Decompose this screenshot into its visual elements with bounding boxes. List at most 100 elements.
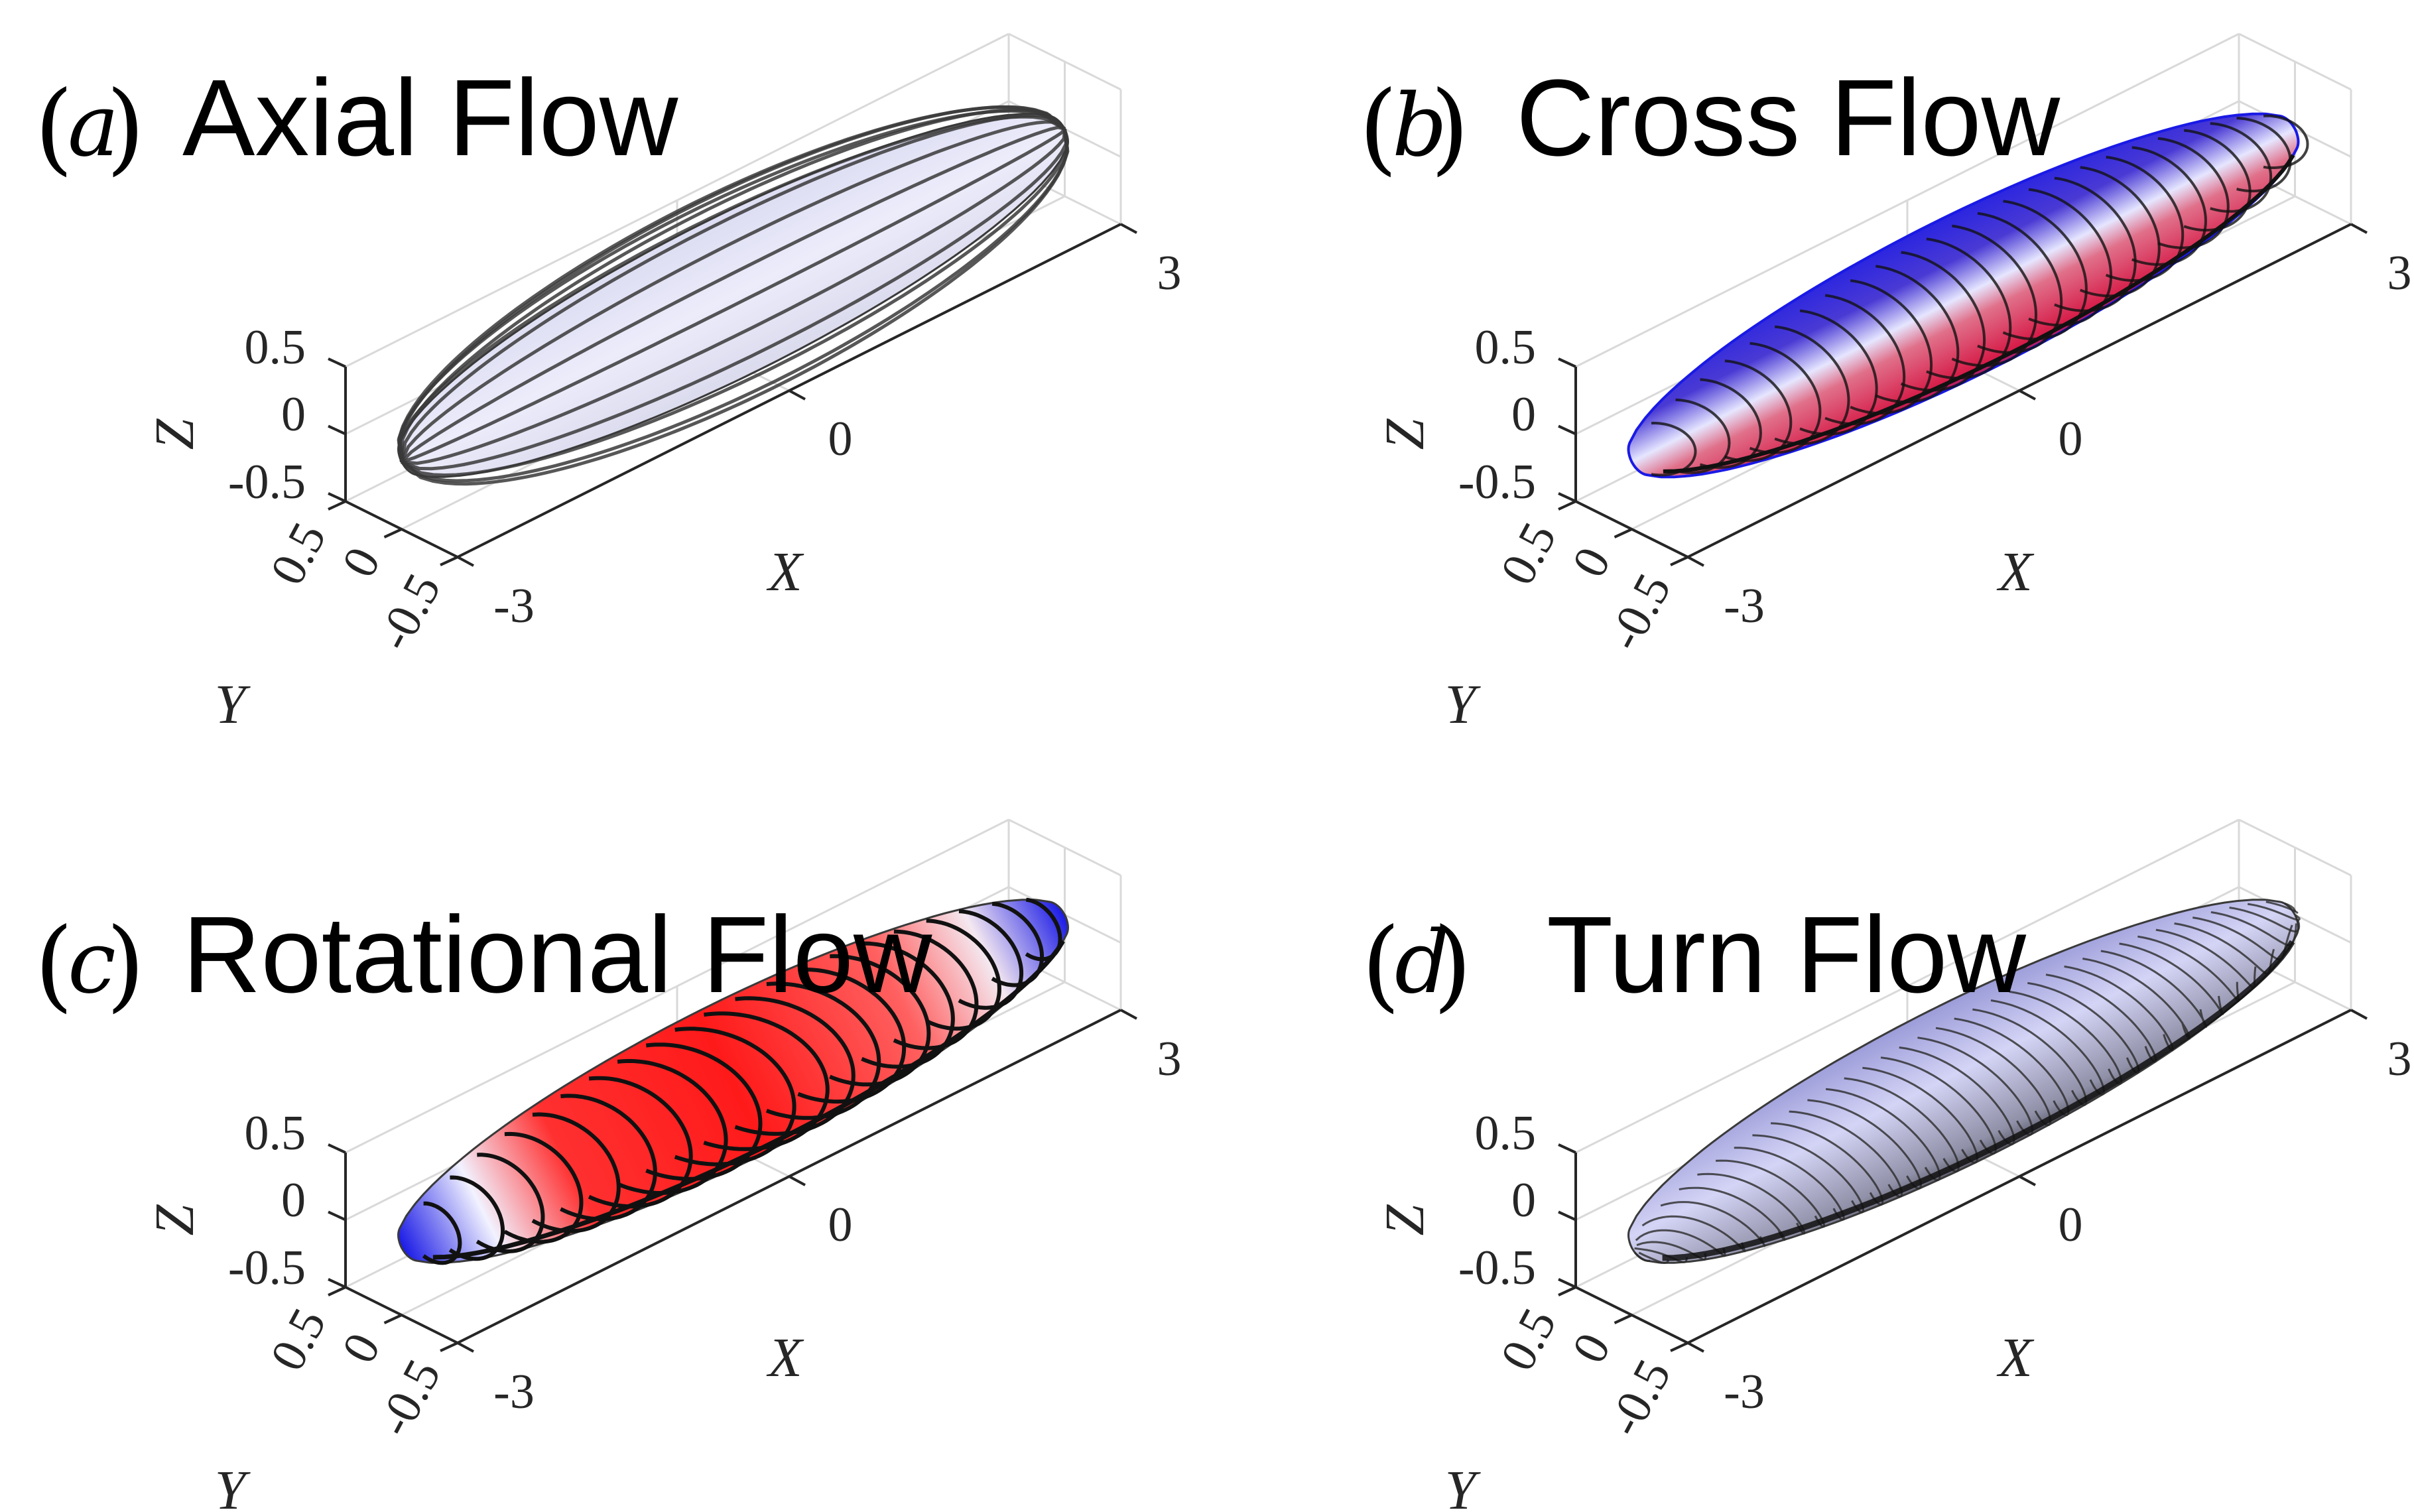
x-axis-label: X — [1996, 541, 2035, 603]
streamline — [1634, 1251, 1651, 1262]
x-tick-label: -3 — [493, 1365, 535, 1419]
streamline — [1900, 251, 1986, 392]
x-axis-label: X — [766, 541, 804, 603]
z-tick — [1558, 1278, 1576, 1289]
z-tick-label: 0 — [281, 1173, 306, 1228]
title-paren-open: ( — [1359, 70, 1398, 186]
z-tick — [1558, 1143, 1576, 1154]
streamline — [1824, 294, 1906, 426]
streamlines — [422, 897, 1065, 1265]
x-tick-label: -3 — [493, 579, 535, 633]
axes — [1558, 1009, 2368, 1353]
y-tick — [1614, 528, 1633, 538]
streamline — [958, 909, 1024, 1010]
streamline — [1789, 1110, 1903, 1198]
title-paren-open: ( — [1362, 907, 1401, 1023]
y-tick — [383, 528, 403, 538]
streamline — [400, 129, 1069, 486]
streamline — [1697, 1172, 1806, 1235]
z-tick-label: -0.5 — [228, 1241, 306, 1295]
spheroid-surface — [1627, 112, 2300, 479]
streamline — [448, 1175, 505, 1261]
x-axis-label: X — [1996, 1327, 2035, 1389]
streamline — [1774, 325, 1850, 446]
panel-title-text: Cross Flow — [1516, 57, 2061, 178]
streamline — [397, 105, 1066, 462]
title-paren-close: ) — [106, 70, 145, 186]
x-tick — [2350, 223, 2368, 234]
x-axis-label: X — [766, 1327, 804, 1389]
streamline — [925, 918, 1001, 1031]
streamline — [503, 1131, 584, 1244]
streamline — [1749, 342, 1822, 454]
streamline — [1899, 1046, 2015, 1146]
z-tick — [328, 492, 346, 503]
panel-title: (a)Axial Flow — [34, 57, 678, 186]
streamline — [401, 129, 1066, 466]
streamline — [1699, 378, 1762, 469]
x-tick-label: 3 — [1157, 246, 1182, 300]
title-paren-open: ( — [34, 70, 74, 186]
streamline — [1675, 398, 1731, 474]
z-axis-label: Z — [144, 1204, 206, 1235]
z-tick-label: 0 — [1511, 1173, 1536, 1228]
panel-letter: b — [1392, 75, 1447, 176]
title-paren-close: ) — [1430, 70, 1470, 186]
y-tick — [383, 1314, 403, 1324]
streamline-seam — [1662, 940, 2295, 1261]
streamline — [1880, 1056, 1997, 1155]
axes — [328, 1009, 1137, 1353]
streamline-seam — [1663, 154, 2295, 473]
y-axis-label: Y — [1445, 674, 1482, 735]
streamline — [1025, 897, 1062, 962]
x-tick — [1120, 1009, 1137, 1020]
x-tick-label: -3 — [1724, 579, 1765, 633]
panel-title: (b) Cross Flow — [1359, 57, 2061, 186]
streamline — [991, 901, 1045, 987]
streamline — [531, 1112, 621, 1233]
x-tick — [2019, 389, 2036, 401]
streamline — [401, 129, 1069, 477]
streamline-seam — [432, 940, 1065, 1260]
streamline — [476, 1153, 545, 1253]
streamline — [397, 115, 1066, 462]
z-axis-label: Z — [144, 418, 206, 450]
x-tick — [457, 1342, 474, 1353]
z-tick — [328, 357, 346, 368]
streamline — [1660, 1201, 1766, 1247]
streamline — [1799, 309, 1878, 436]
streamline — [588, 1076, 693, 1209]
panel-letter: d — [1395, 912, 1450, 1013]
y-tick-label: 0.5 — [260, 514, 337, 594]
panel-title-text: Rotational Flow — [182, 894, 932, 1015]
x-tick-label: 0 — [2059, 412, 2083, 466]
streamline — [861, 941, 955, 1069]
panel-letter: c — [68, 912, 116, 1013]
y-tick-label: 0 — [332, 1324, 391, 1371]
streamline — [1724, 359, 1793, 462]
x-tick — [789, 1175, 806, 1186]
title-paren-close: ) — [1433, 907, 1472, 1023]
y-tick — [1614, 1314, 1633, 1324]
x-tick — [2019, 1175, 2036, 1186]
streamline — [397, 109, 1066, 462]
y-tick-label: 0.5 — [260, 1300, 337, 1379]
z-tick — [328, 424, 346, 436]
streamline — [1825, 1088, 1941, 1182]
streamline — [1862, 1066, 1978, 1164]
panel-letter: a — [68, 75, 119, 176]
z-tick-label: 0 — [1511, 387, 1536, 442]
streamline — [401, 129, 1068, 471]
y-tick — [328, 500, 346, 511]
streamline — [2229, 907, 2301, 933]
streamline — [1651, 422, 1697, 477]
x-tick-label: 3 — [2387, 246, 2412, 300]
streamline — [2210, 911, 2297, 946]
streamline — [2002, 200, 2088, 341]
z-tick — [1558, 1210, 1576, 1222]
